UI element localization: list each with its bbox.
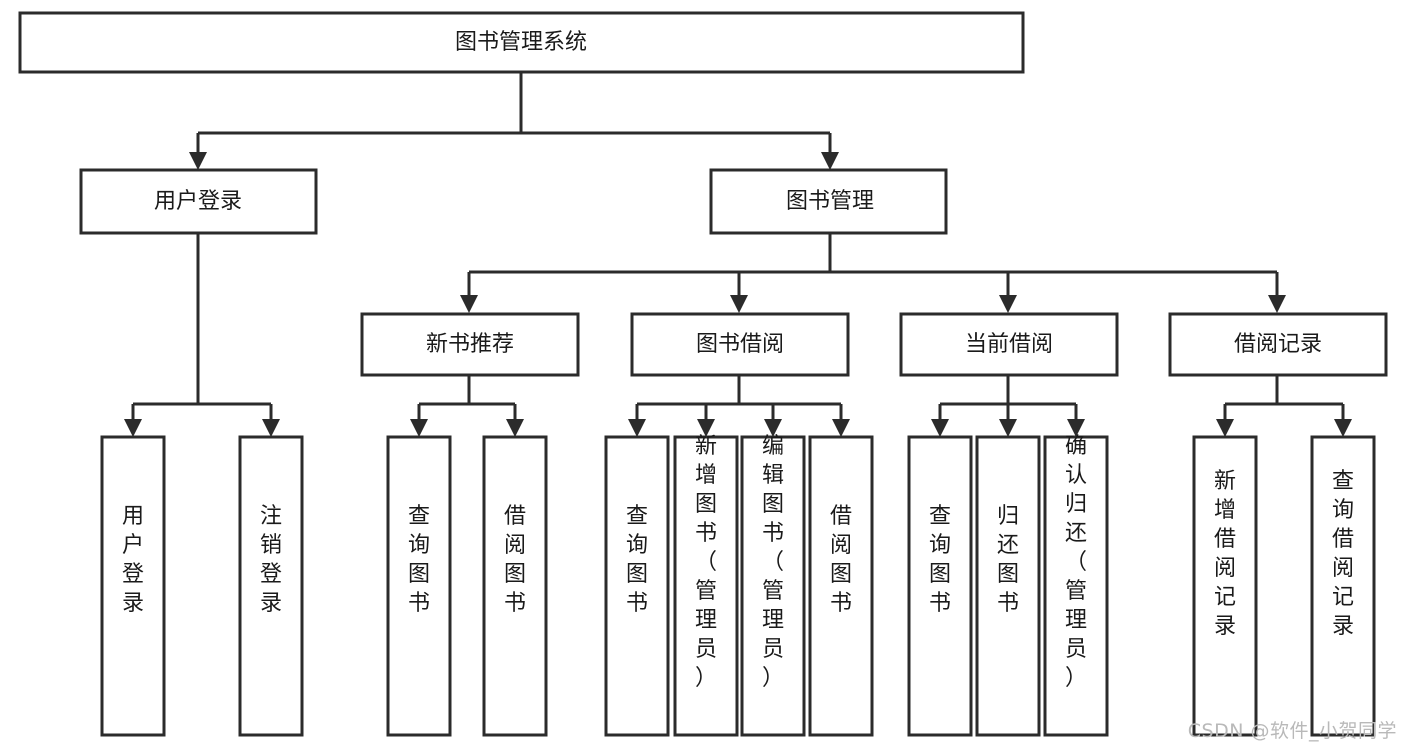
node-book-management-label: 图书管理 — [786, 189, 874, 214]
node-book-borrow-label: 图书借阅 — [696, 332, 784, 357]
connector-group-borrow-record — [1223, 375, 1345, 421]
arrow-to-leaf-query-book-1 — [410, 419, 428, 437]
node-leaf-query-book-2[interactable]: 查询图书 — [604, 435, 670, 737]
node-leaf-logout-login[interactable]: 注销登录 — [238, 435, 304, 737]
node-leaf-query-record-label: 查询借阅记录 — [1332, 469, 1354, 639]
node-book-management[interactable]: 图书管理 — [709, 168, 948, 235]
arrow-to-current-borrow — [999, 295, 1017, 313]
node-leaf-edit-book-label: 编辑图书（管理员） — [762, 434, 784, 691]
node-leaf-add-book-label: 新增图书（管理员） — [695, 434, 717, 691]
node-leaf-query-book-1-label: 查询图书 — [408, 504, 430, 616]
connector-group-book-management — [467, 233, 1279, 297]
node-leaf-add-record[interactable]: 新增借阅记录 — [1192, 435, 1258, 737]
arrow-to-borrow-record — [1268, 295, 1286, 313]
arrow-to-leaf-borrow-book-1 — [506, 419, 524, 437]
node-leaf-borrow-book-2-label: 借阅图书 — [830, 504, 852, 616]
node-leaf-return-book-label: 归还图书 — [997, 504, 1019, 616]
node-leaf-confirm-return-label: 确认归还（管理员） — [1065, 434, 1087, 691]
arrow-to-leaf-return-book — [999, 419, 1017, 437]
connector-group-user-login — [131, 233, 273, 421]
node-leaf-query-book-3-label: 查询图书 — [929, 504, 951, 616]
node-root-label: 图书管理系统 — [455, 30, 587, 55]
connector-group-new-book-recommend — [417, 375, 517, 421]
node-leaf-borrow-book-1[interactable]: 借阅图书 — [482, 435, 548, 737]
node-leaf-return-book[interactable]: 归还图书 — [975, 435, 1041, 737]
node-leaf-logout-login-label: 注销登录 — [260, 504, 282, 616]
node-new-book-recommend-label: 新书推荐 — [426, 332, 514, 357]
node-new-book-recommend[interactable]: 新书推荐 — [360, 312, 580, 377]
node-leaf-confirm-return[interactable]: 确认归还（管理员） — [1043, 434, 1109, 737]
node-borrow-record[interactable]: 借阅记录 — [1168, 312, 1388, 377]
node-leaf-add-book[interactable]: 新增图书（管理员） — [673, 434, 739, 737]
node-root[interactable]: 图书管理系统 — [18, 11, 1025, 74]
node-leaf-user-login[interactable]: 用户登录 — [100, 435, 166, 737]
node-current-borrow-label: 当前借阅 — [965, 332, 1053, 357]
node-leaf-borrow-book-2[interactable]: 借阅图书 — [808, 435, 874, 737]
node-leaf-query-record[interactable]: 查询借阅记录 — [1310, 435, 1376, 737]
node-leaf-add-record-label: 新增借阅记录 — [1214, 469, 1236, 639]
node-leaf-query-book-2-label: 查询图书 — [626, 504, 648, 616]
node-book-borrow[interactable]: 图书借阅 — [630, 312, 850, 377]
arrow-to-leaf-user-login — [124, 419, 142, 437]
arrow-to-leaf-query-record — [1334, 419, 1352, 437]
arrow-to-leaf-query-book-3 — [931, 419, 949, 437]
node-current-borrow[interactable]: 当前借阅 — [899, 312, 1119, 377]
node-leaf-edit-book[interactable]: 编辑图书（管理员） — [740, 434, 806, 737]
connector-group-current-borrow — [938, 375, 1078, 421]
node-leaf-user-login-label: 用户登录 — [122, 504, 144, 616]
node-leaf-query-book-1[interactable]: 查询图书 — [386, 435, 452, 737]
arrow-to-book-management — [821, 152, 839, 170]
node-borrow-record-label: 借阅记录 — [1234, 332, 1322, 357]
node-leaf-borrow-book-1-label: 借阅图书 — [504, 504, 526, 616]
connector-group-book-borrow — [635, 375, 843, 421]
arrow-to-leaf-add-record — [1216, 419, 1234, 437]
node-user-login-label: 用户登录 — [154, 189, 242, 214]
arrow-to-leaf-borrow-book-2 — [832, 419, 850, 437]
node-leaf-query-book-3[interactable]: 查询图书 — [907, 435, 973, 737]
connector-group-root — [196, 72, 832, 154]
arrow-to-leaf-logout-login — [262, 419, 280, 437]
arrow-to-leaf-query-book-2 — [628, 419, 646, 437]
node-user-login[interactable]: 用户登录 — [79, 168, 318, 235]
arrow-to-new-book-recommend — [460, 295, 478, 313]
csdn-watermark: CSDN @软件_小贺同学 — [1187, 720, 1397, 742]
arrow-to-user-login — [189, 152, 207, 170]
arrow-to-book-borrow — [730, 295, 748, 313]
